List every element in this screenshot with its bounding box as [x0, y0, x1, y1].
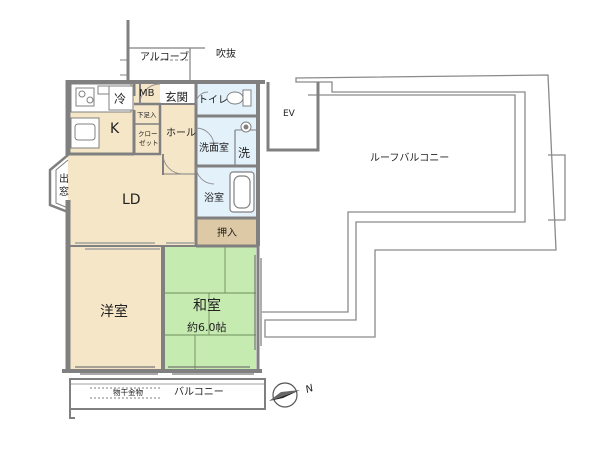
- mado-label: 出 窓: [59, 172, 72, 198]
- k-label: K: [110, 121, 120, 137]
- oshiire-floor: [196, 218, 256, 246]
- washitsu-size-label: 約6.0帖: [187, 320, 227, 334]
- ld-floor-ext: [68, 218, 196, 246]
- alcove-area: [120, 20, 205, 80]
- oshiire-label: 押入: [217, 226, 237, 239]
- genkan-floor: [160, 82, 196, 104]
- ev-label: EV: [283, 109, 296, 119]
- toilet-fixture: [226, 89, 252, 107]
- doors: [139, 83, 215, 185]
- rei-label: 冷: [114, 92, 126, 106]
- tatami-grid: [163, 246, 256, 371]
- yokushitsu-label: 浴室: [204, 191, 224, 204]
- balcony: [69, 378, 266, 419]
- alcove-label: アルコーブ: [140, 50, 189, 63]
- senmenshitsu-label: 洗面室: [199, 141, 229, 154]
- kitchen-fixtures: [70, 83, 134, 149]
- getabako-label: 下足入: [137, 111, 157, 119]
- ev-shaft: [266, 82, 320, 152]
- washitsu-label: 和室: [193, 297, 221, 314]
- compass-icon: N: [269, 382, 316, 408]
- genkan-label: 玄関: [165, 90, 188, 104]
- balcony-label: バルコニー: [174, 386, 224, 398]
- sen-label: 洗: [238, 146, 250, 160]
- bathtub: [229, 171, 255, 213]
- roof-balcony-label: ルーフバルコニー: [370, 152, 449, 164]
- wash-fixtures: [240, 121, 252, 133]
- closet-label: クロー ゼット: [138, 130, 160, 147]
- washitsu-floor: [163, 246, 256, 371]
- youshitsu-label: 洋室: [100, 303, 128, 320]
- windows: [75, 255, 262, 375]
- roof-balcony-outline: [262, 74, 566, 338]
- mb-label: MB: [139, 88, 155, 99]
- hall-label: ホール: [166, 127, 196, 139]
- toilet-label: トイレ: [198, 95, 228, 106]
- compass-n-label: N: [304, 383, 315, 396]
- ld-label: LD: [122, 192, 141, 208]
- monohoshi-label: 物干金物: [113, 387, 143, 397]
- fukinuke-label: 吹抜: [216, 47, 236, 60]
- walls: [48, 80, 265, 373]
- youshitsu-floor: [68, 246, 163, 371]
- sliding-doors: [75, 242, 194, 250]
